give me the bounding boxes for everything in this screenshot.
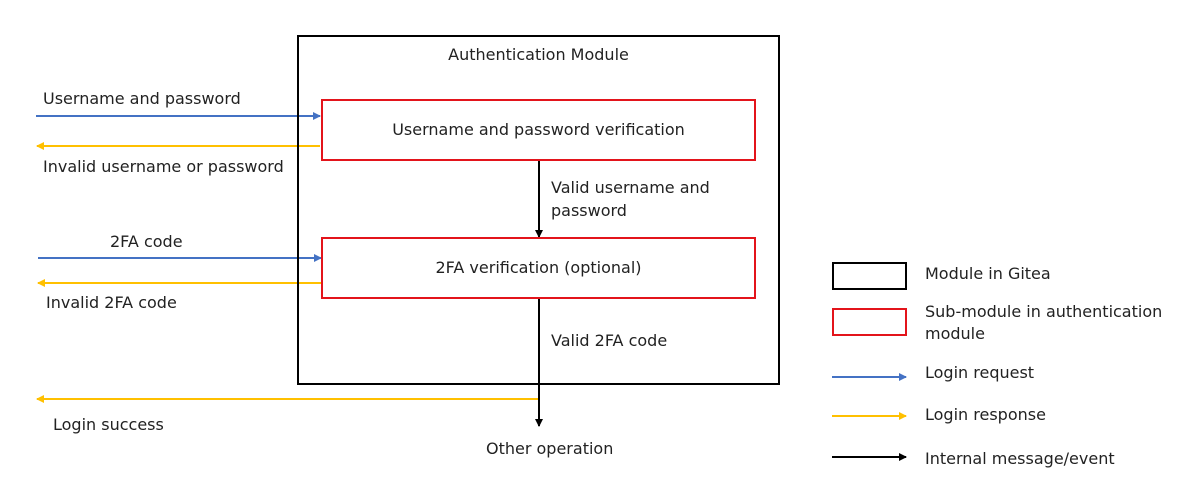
legend-submodule-label-line2: module	[925, 324, 985, 343]
invalid-credentials-label: Invalid username or password	[43, 157, 284, 176]
login-success-label: Login success	[53, 415, 164, 434]
twofa-code-label: 2FA code	[110, 232, 183, 251]
other-operation-label: Other operation	[486, 439, 614, 458]
legend-submodule-label-line1: Sub-module in authentication	[925, 302, 1163, 321]
module-title: Authentication Module	[448, 45, 629, 64]
legend-request-label: Login request	[925, 363, 1035, 382]
invalid-twofa-label: Invalid 2FA code	[46, 293, 177, 312]
legend-module-swatch	[832, 262, 907, 290]
twofa-verification-box	[321, 237, 756, 299]
legend-internal-label: Internal message/event	[925, 449, 1115, 468]
credentials-verification-box	[321, 99, 756, 161]
legend-response-label: Login response	[925, 405, 1046, 424]
legend-submodule-swatch	[832, 308, 907, 336]
twofa-verification-label: 2FA verification (optional)	[435, 258, 642, 277]
valid-credentials-label-line1: Valid username and	[551, 178, 710, 197]
authentication-module-box	[297, 35, 780, 385]
credentials-verification-label: Username and password verification	[392, 120, 685, 139]
valid-twofa-label: Valid 2FA code	[551, 331, 668, 350]
legend-module-label: Module in Gitea	[925, 264, 1051, 283]
valid-credentials-label-line2: password	[551, 201, 627, 220]
username-password-label: Username and password	[43, 89, 241, 108]
